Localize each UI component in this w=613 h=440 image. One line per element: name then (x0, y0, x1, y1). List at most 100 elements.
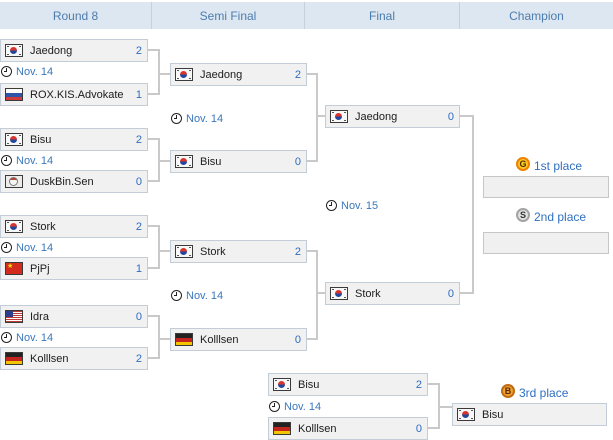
r8-m2-date: Nov. 14 (1, 154, 53, 167)
sf1-date: Nov. 14 (171, 112, 223, 125)
flag-us-icon (5, 310, 23, 323)
bracket-connector (428, 427, 440, 429)
flag-kr-icon (5, 133, 23, 146)
bracket-connector (148, 138, 160, 140)
column-header-champion: Champion (509, 8, 564, 23)
player-name: Stork (30, 220, 56, 233)
player-name: DuskBin.Sen (30, 175, 94, 188)
player-score: 0 (135, 175, 142, 188)
flag-kr-icon (457, 408, 475, 421)
clock-icon (269, 401, 280, 412)
bracket-connector (160, 160, 170, 162)
second-place-label: 2nd place (534, 210, 587, 224)
r8-m3-player1[interactable]: Stork 2 (0, 215, 148, 238)
final-date: Nov. 15 (326, 199, 378, 212)
r8-m3-date: Nov. 14 (1, 241, 53, 254)
sf2-player1[interactable]: Stork 2 (170, 240, 307, 263)
second-place-slot (483, 232, 609, 254)
final-player1[interactable]: Jaedong 0 (325, 105, 460, 128)
clock-icon (171, 113, 182, 124)
final-player2[interactable]: Stork 0 (325, 282, 460, 305)
first-place-label: 1st place (534, 159, 583, 173)
bracket-connector (148, 180, 160, 182)
bracket-connector (158, 49, 160, 95)
date-label: Nov. 14 (186, 112, 224, 125)
player-score: 2 (135, 44, 142, 57)
sf1-player2[interactable]: Bisu 0 (170, 150, 307, 173)
bracket-connector (440, 406, 452, 408)
third-place-player1[interactable]: Bisu 2 (268, 373, 428, 396)
sf2-player2[interactable]: Kolllsen 0 (170, 328, 307, 351)
player-score: 2 (294, 68, 301, 81)
r8-m3-player2[interactable]: PjPj 1 (0, 257, 148, 280)
silver-medal-icon: S (516, 208, 530, 222)
r8-m2-player1[interactable]: Bisu 2 (0, 128, 148, 151)
flag-kr-icon (175, 68, 193, 81)
flag-kr-icon (175, 245, 193, 258)
player-name: Bisu (482, 408, 504, 421)
player-name: Bisu (30, 133, 52, 146)
bracket-connector (438, 383, 440, 429)
column-header-final: Final (305, 2, 460, 29)
date-label: Nov. 14 (16, 154, 54, 167)
bracket-connector (316, 250, 318, 340)
third-place-player2[interactable]: Kolllsen 0 (268, 417, 428, 440)
player-score: 1 (135, 262, 142, 275)
flag-kr-icon (330, 110, 348, 123)
clock-icon (1, 155, 12, 166)
bracket-connector (472, 115, 474, 294)
player-name: ROX.KIS.Advokate (30, 88, 124, 101)
flag-kr-icon (5, 220, 23, 233)
date-label: Nov. 15 (341, 199, 379, 212)
flag-de-icon (175, 333, 193, 346)
third-place-date: Nov. 14 (269, 400, 321, 413)
third-place-label: 3rd place (519, 386, 569, 400)
bracket-connector (158, 138, 160, 182)
r8-m4-date: Nov. 14 (1, 331, 53, 344)
r8-m1-player2[interactable]: ROX.KIS.Advokate 1 (0, 83, 148, 106)
player-score: 2 (135, 133, 142, 146)
date-label: Nov. 14 (16, 331, 54, 344)
sf2-date: Nov. 14 (171, 289, 223, 302)
bracket-connector (148, 357, 160, 359)
player-score: 2 (294, 245, 301, 258)
player-name: PjPj (30, 262, 50, 275)
player-name: Idra (30, 310, 49, 323)
clock-icon (171, 290, 182, 301)
bracket-connector (307, 338, 318, 340)
r8-m4-player2[interactable]: Kolllsen 2 (0, 347, 148, 370)
player-name: Kolllsen (298, 422, 337, 435)
gold-medal-icon: G (516, 157, 530, 171)
r8-m1-player1[interactable]: Jaedong 2 (0, 39, 148, 62)
bracket-connector (307, 73, 318, 75)
column-header-row: Round 8 Semi Final Final Champion (0, 2, 613, 29)
column-header-round8: Round 8 (0, 2, 152, 29)
flag-de-icon (5, 352, 23, 365)
sf1-player1[interactable]: Jaedong 2 (170, 63, 307, 86)
player-name: Bisu (298, 378, 320, 391)
player-name: Stork (355, 287, 381, 300)
player-score: 0 (447, 287, 454, 300)
clock-icon (1, 332, 12, 343)
clock-icon (1, 242, 12, 253)
r8-m4-player1[interactable]: Idra 0 (0, 305, 148, 328)
clock-icon (1, 66, 12, 77)
bracket-connector (307, 250, 318, 252)
player-name: Kolllsen (30, 352, 69, 365)
date-label: Nov. 14 (284, 400, 322, 413)
player-score: 1 (135, 88, 142, 101)
bracket-connector (160, 73, 170, 75)
player-score: 0 (135, 310, 142, 323)
player-name: Bisu (200, 155, 222, 168)
third-place-winner[interactable]: Bisu (452, 403, 607, 426)
player-score: 2 (135, 220, 142, 233)
bracket-connector (160, 250, 170, 252)
player-score: 0 (294, 333, 301, 346)
r8-m2-player2[interactable]: DuskBin.Sen 0 (0, 170, 148, 193)
player-score: 0 (294, 155, 301, 168)
bracket-connector (460, 115, 474, 117)
bracket-connector (428, 383, 440, 385)
flag-kr-icon (175, 155, 193, 168)
bronze-medal-icon: B (501, 384, 515, 398)
